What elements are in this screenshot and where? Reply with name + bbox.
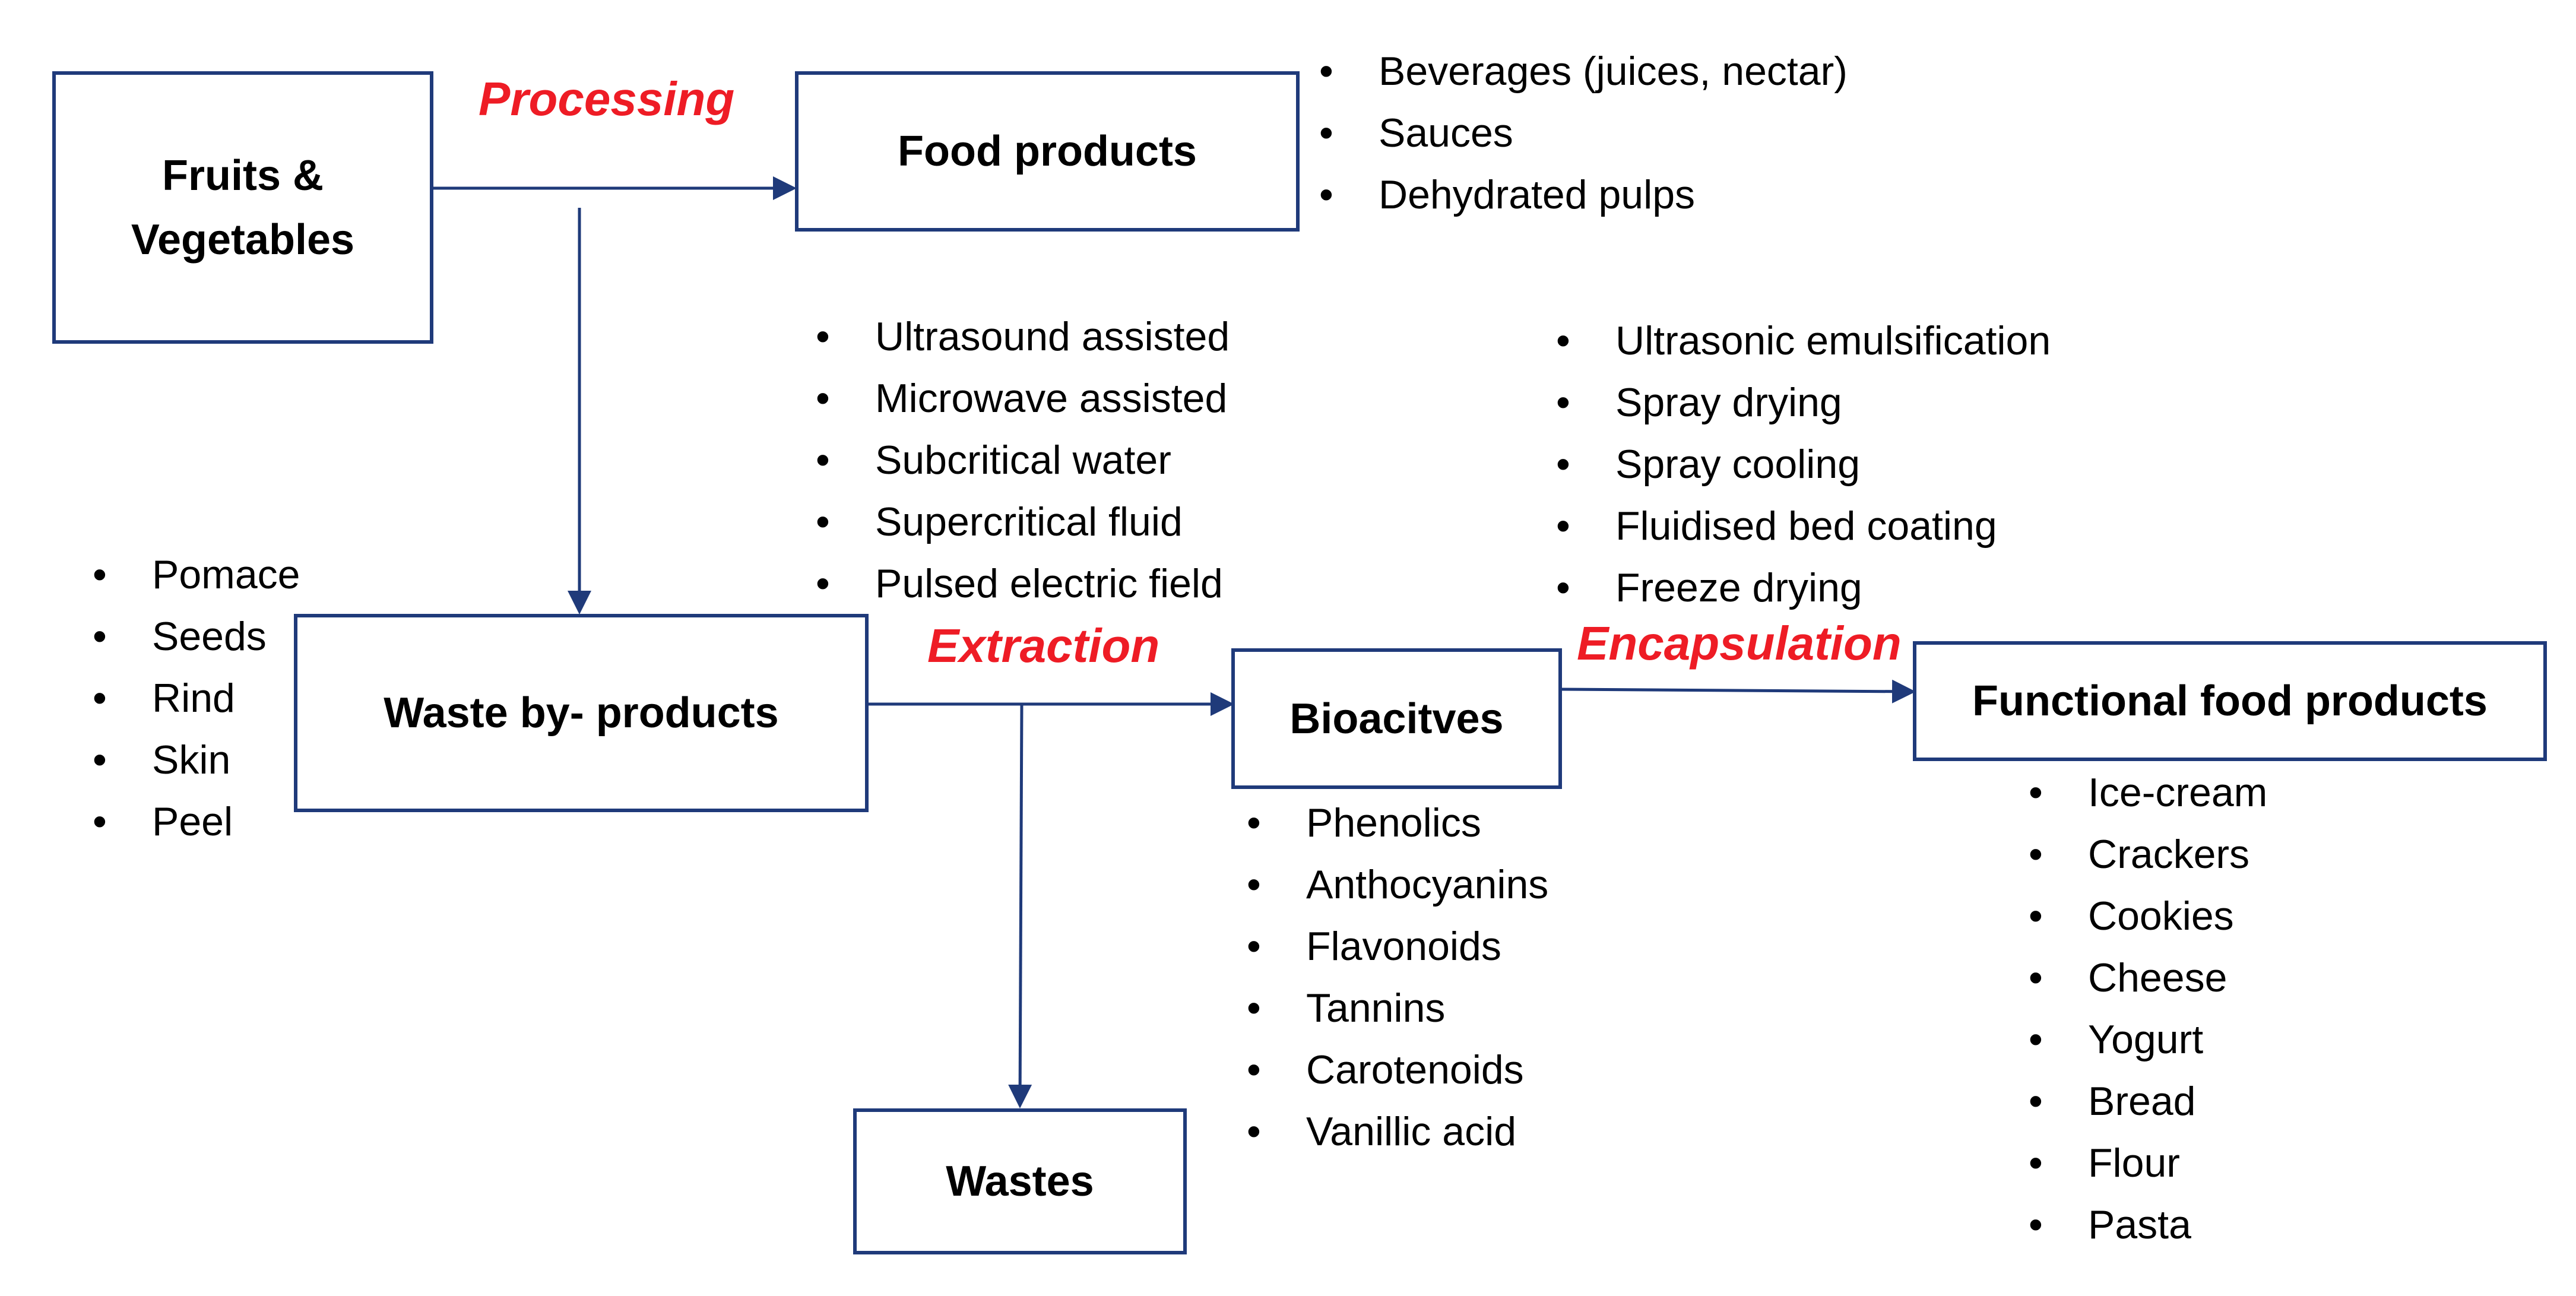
list-food-product-types: Beverages (juices, nectar) Sauces Dehydr… bbox=[1313, 40, 1848, 226]
node-food-products-label: Food products bbox=[898, 128, 1197, 175]
list-waste-types: Pomace Seeds Rind Skin Peel bbox=[87, 544, 300, 853]
list-item: Rind bbox=[87, 667, 300, 729]
list-item: Anthocyanins bbox=[1241, 854, 1548, 915]
node-food-products: Food products bbox=[795, 71, 1300, 232]
list-item: Microwave assisted bbox=[810, 367, 1230, 429]
list-item: Ultrasonic emulsification bbox=[1550, 310, 2051, 372]
node-wastes: Wastes bbox=[853, 1108, 1187, 1254]
list-item: Supercritical fluid bbox=[810, 491, 1230, 553]
list-item: Pulsed electric field bbox=[810, 553, 1230, 614]
list-item: Dehydrated pulps bbox=[1313, 164, 1848, 226]
process-label-encapsulation: Encapsulation bbox=[1577, 617, 1902, 670]
list-item: Yogurt bbox=[2023, 1009, 2267, 1070]
list-item: Pasta bbox=[2023, 1194, 2267, 1256]
list-item: Vanillic acid bbox=[1241, 1101, 1548, 1162]
list-item: Spray drying bbox=[1550, 372, 2051, 433]
list-item: Ultrasound assisted bbox=[810, 306, 1230, 367]
process-label-processing: Processing bbox=[479, 72, 735, 125]
list-item: Beverages (juices, nectar) bbox=[1313, 40, 1848, 102]
node-functional-food-products-label: Functional food products bbox=[1972, 677, 2488, 725]
list-item: Fluidised bed coating bbox=[1550, 495, 2051, 557]
node-bioactives-label: Bioacitves bbox=[1289, 695, 1504, 743]
list-bioactive-types: Phenolics Anthocyanins Flavonoids Tannin… bbox=[1241, 792, 1548, 1162]
node-bioactives: Bioacitves bbox=[1231, 648, 1562, 789]
node-waste-byproducts-label: Waste by- products bbox=[384, 689, 779, 737]
list-item: Cookies bbox=[2023, 885, 2267, 947]
arrow-bioactives-to-functional-foods bbox=[1560, 679, 1916, 704]
node-functional-food-products: Functional food products bbox=[1913, 641, 2547, 761]
list-functional-products: Ice-cream Crackers Cookies Cheese Yogurt… bbox=[2023, 762, 2267, 1256]
list-item: Seeds bbox=[87, 606, 300, 667]
list-item: Phenolics bbox=[1241, 792, 1548, 854]
node-wastes-label: Wastes bbox=[946, 1158, 1094, 1205]
node-fruits-vegetables-label: Fruits & Vegetables bbox=[131, 151, 355, 264]
list-item: Sauces bbox=[1313, 102, 1848, 164]
list-item: Carotenoids bbox=[1241, 1039, 1548, 1101]
list-item: Subcritical water bbox=[810, 429, 1230, 491]
list-item: Ice-cream bbox=[2023, 762, 2267, 823]
arrow-waste-to-wastes bbox=[1008, 704, 1032, 1108]
list-item: Bread bbox=[2023, 1070, 2267, 1132]
list-item: Flavonoids bbox=[1241, 915, 1548, 977]
list-item: Peel bbox=[87, 791, 300, 853]
list-item: Pomace bbox=[87, 544, 300, 606]
list-item: Cheese bbox=[2023, 947, 2267, 1009]
list-extraction-methods: Ultrasound assisted Microwave assisted S… bbox=[810, 306, 1230, 614]
node-fruits-vegetables: Fruits & Vegetables bbox=[52, 71, 433, 344]
list-encapsulation-methods: Ultrasonic emulsification Spray drying S… bbox=[1550, 310, 2051, 619]
list-item: Freeze drying bbox=[1550, 557, 2051, 619]
process-label-extraction: Extraction bbox=[927, 619, 1160, 672]
list-item: Crackers bbox=[2023, 823, 2267, 885]
list-item: Skin bbox=[87, 729, 300, 791]
list-item: Flour bbox=[2023, 1132, 2267, 1194]
list-item: Spray cooling bbox=[1550, 433, 2051, 495]
node-waste-byproducts: Waste by- products bbox=[294, 614, 869, 812]
list-item: Tannins bbox=[1241, 977, 1548, 1039]
